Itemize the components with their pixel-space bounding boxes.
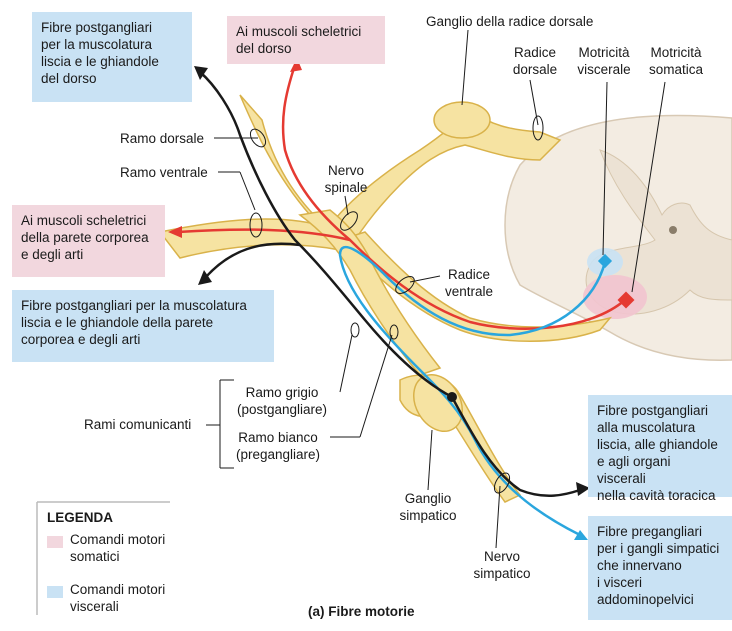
label-ganglio-radice: Ganglio della radice dorsale <box>426 13 593 30</box>
somatic-motor-area <box>583 275 647 319</box>
central-canal <box>669 226 677 234</box>
synapse-node <box>447 392 457 402</box>
legend-visceral-label: Comandi motori viscerali <box>70 581 165 615</box>
label-motricita-viscerale: Motricità viscerale <box>568 44 640 78</box>
label-nervo-simpatico: Nervo simpatico <box>466 548 538 582</box>
arrow-pregangli <box>574 530 588 540</box>
label-motricita-somatica: Motricità somatica <box>640 44 712 78</box>
box-postgangliari-parete: Fibre postgangliari per la muscolatura l… <box>12 290 274 362</box>
figure-caption: (a) Fibre motorie <box>308 604 415 619</box>
box-pregangliari-addominali: Fibre pregangliari per i gangli simpatic… <box>588 516 732 620</box>
legend-somatic-swatch <box>47 536 63 548</box>
box-postgangliari-toracica: Fibre postgangliari alla muscolatura lis… <box>588 395 732 497</box>
label-ramo-grigio: Ramo grigio (postgangliare) <box>226 384 338 418</box>
label-nervo-spinale: Nervo spinale <box>318 162 374 196</box>
legend-title: LEGENDA <box>47 510 113 525</box>
box-muscoli-parete: Ai muscoli scheletrici della parete corp… <box>12 205 165 277</box>
legend-somatic-label: Comandi motori somatici <box>70 531 165 565</box>
box-muscoli-dorso: Ai muscoli scheletrici del dorso <box>227 16 385 64</box>
dorsal-root-ganglion <box>434 102 490 138</box>
label-ramo-dorsale: Ramo dorsale <box>120 130 204 147</box>
box-postgangliari-dorso: Fibre postgangliari per la muscolatura l… <box>32 12 192 102</box>
label-ramo-bianco: Ramo bianco (pregangliare) <box>226 429 330 463</box>
label-radice-dorsale: Radice dorsale <box>506 44 564 78</box>
label-rami-comunicanti: Rami comunicanti <box>84 416 191 433</box>
legend-visceral-swatch <box>47 586 63 598</box>
label-ganglio-simpatico: Ganglio simpatico <box>392 490 464 524</box>
label-radice-ventrale: Radice ventrale <box>440 266 498 300</box>
label-ramo-ventrale: Ramo ventrale <box>120 164 208 181</box>
